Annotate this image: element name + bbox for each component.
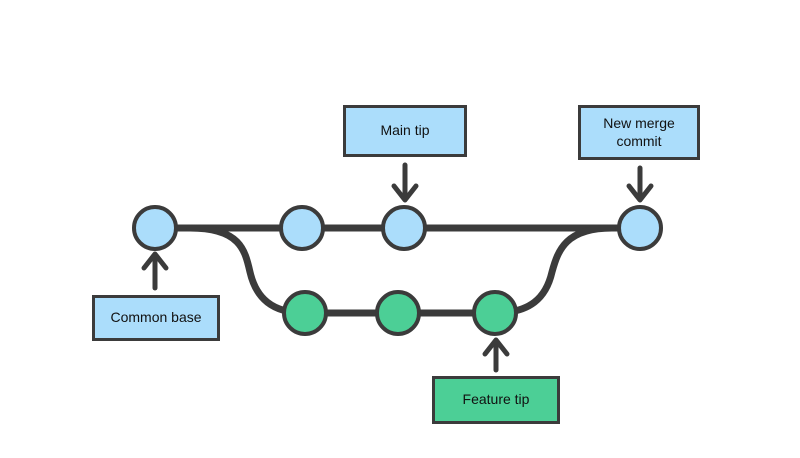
feature-commit-node-1[interactable]	[282, 290, 328, 336]
main-branch-nodes	[132, 205, 663, 251]
callout-new-merge-commit[interactable]: New merge commit	[578, 105, 700, 160]
main-tip-arrow-icon	[391, 162, 419, 203]
callout-common-base-label: Common base	[110, 309, 202, 326]
callout-arrows	[141, 162, 654, 373]
main-commit-node-2[interactable]	[279, 205, 325, 251]
callout-common-base[interactable]: Common base	[92, 295, 220, 341]
feature-branch-nodes	[282, 290, 518, 336]
feature-commit-node-2[interactable]	[375, 290, 421, 336]
callout-feature-tip-label: Feature tip	[462, 391, 530, 408]
callout-feature-tip[interactable]: Feature tip	[432, 376, 560, 424]
main-commit-node-3[interactable]	[381, 205, 427, 251]
branch-off-curve	[186, 224, 309, 317]
merge-commit-node[interactable]	[617, 205, 663, 251]
feature-commit-node-3[interactable]	[472, 290, 518, 336]
callout-main-tip[interactable]: Main tip	[343, 105, 467, 157]
callout-new-merge-commit-label: New merge commit	[603, 115, 675, 149]
main-commit-node-1[interactable]	[132, 205, 178, 251]
callout-main-tip-label: Main tip	[380, 122, 430, 139]
new-merge-commit-arrow-icon	[626, 165, 654, 203]
feature-tip-arrow-icon	[482, 337, 510, 373]
common-base-arrow-icon	[141, 251, 169, 291]
merge-back-curve	[491, 224, 616, 317]
